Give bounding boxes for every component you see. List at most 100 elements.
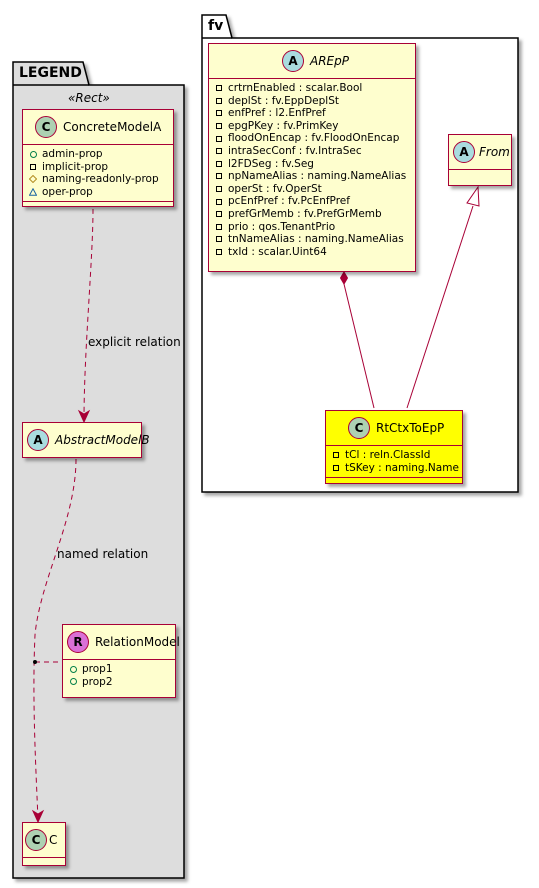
private-visibility-icon <box>214 249 224 256</box>
attribute-text: epgPKey : fv.PrimKey <box>228 119 339 132</box>
named-relation-edge <box>31 458 77 824</box>
attribute-text: naming-readonly-prop <box>42 173 159 186</box>
attribute-text: tSKey : naming.Name <box>345 461 459 474</box>
attribute-text: deplSt : fv.EppDeplSt <box>228 94 340 107</box>
target-class[interactable]: C C <box>22 822 66 866</box>
private-visibility-icon <box>214 223 224 230</box>
attribute-row: tnNameAlias : naming.NameAlias <box>214 233 410 246</box>
private-visibility-icon <box>214 97 224 104</box>
class-header: C C <box>23 823 65 857</box>
attribute-row: implicit-prop <box>28 161 168 174</box>
attribute-text: tCl : reln.ClassId <box>345 449 431 461</box>
package-visibility-icon <box>28 188 38 196</box>
attribute-row: tCl : reln.ClassId <box>331 449 457 462</box>
abstract-badge-icon: A <box>282 50 304 72</box>
private-visibility-icon <box>214 236 224 243</box>
attribute-text: implicit-prop <box>42 160 109 173</box>
class-badge-icon: C <box>25 829 47 851</box>
attribute-text: prop2 <box>82 675 113 688</box>
attribute-row: npNameAlias : naming.NameAlias <box>214 170 410 183</box>
attribute-row: floodOnEncap : fv.FloodOnEncap <box>214 132 410 145</box>
class-name: AREpP <box>310 54 349 68</box>
attribute-row: naming-readonly-prop <box>28 173 168 186</box>
class-header: R RelationModel <box>63 625 180 659</box>
attribute-text: intraSecConf : fv.IntraSec <box>228 144 362 157</box>
explicit-relation-edge <box>77 208 94 424</box>
class-header: C RtCtxToEpP <box>326 411 462 445</box>
protected-visibility-icon <box>28 175 38 184</box>
private-visibility-icon <box>214 211 224 218</box>
class-badge-icon: C <box>348 417 370 439</box>
private-visibility-icon <box>214 123 224 130</box>
relation-badge-icon: R <box>67 631 89 653</box>
class-name: C <box>49 833 58 847</box>
attribute-text: txId : scalar.Uint64 <box>228 245 327 258</box>
attribute-text: prop1 <box>82 663 113 675</box>
from-class[interactable]: A From <box>448 134 512 186</box>
attribute-row: l2FDSeg : fv.Seg <box>214 158 410 171</box>
class-badge-icon: C <box>35 116 57 138</box>
private-visibility-icon <box>214 148 224 155</box>
named-relation-label: named relation <box>57 547 149 561</box>
attribute-row: oper-prop <box>28 186 168 199</box>
attribute-text: admin-prop <box>42 148 103 160</box>
legend-package-title: LEGEND <box>19 65 82 81</box>
attribute-row: prop1 <box>68 663 170 676</box>
attribute-row: admin-prop <box>28 148 168 161</box>
fv-package-title: fv <box>208 18 224 34</box>
abstract-model-class[interactable]: A AbstractModelB <box>22 422 150 458</box>
attribute-row: epgPKey : fv.PrimKey <box>214 120 410 133</box>
attribute-row: deplSt : fv.EppDeplSt <box>214 95 410 108</box>
attribute-text: pcEnfPref : fv.PcEnfPref <box>228 195 350 208</box>
class-header: A AbstractModelB <box>23 423 150 457</box>
private-visibility-icon <box>331 464 341 471</box>
class-name: AbstractModelB <box>55 433 150 447</box>
attribute-row: pcEnfPref : fv.PcEnfPref <box>214 195 410 208</box>
private-visibility-icon <box>214 198 224 205</box>
attribute-text: crtrnEnabled : scalar.Bool <box>228 82 363 94</box>
attribute-text: prio : qos.TenantPrio <box>228 220 336 233</box>
attribute-row: intraSecConf : fv.IntraSec <box>214 145 410 158</box>
private-visibility-icon <box>214 110 224 117</box>
attribute-text: prefGrMemb : fv.PrefGrMemb <box>228 207 382 220</box>
private-visibility-icon <box>214 85 224 92</box>
class-header: A From <box>449 135 511 169</box>
rect-stereotype: «Rect» <box>68 91 110 105</box>
class-name: RelationModel <box>95 635 180 649</box>
attribute-row: enfPref : l2.EnfPref <box>214 107 410 120</box>
attribute-row: crtrnEnabled : scalar.Bool <box>214 82 410 95</box>
composition-edge <box>339 271 375 409</box>
generalization-edge <box>406 185 480 409</box>
private-visibility-icon <box>214 186 224 193</box>
private-visibility-icon <box>331 452 341 459</box>
attribute-text: oper-prop <box>42 185 93 198</box>
private-visibility-icon <box>28 163 38 170</box>
class-name: From <box>479 145 510 159</box>
attribute-text: npNameAlias : naming.NameAlias <box>228 170 407 183</box>
attribute-row: tSKey : naming.Name <box>331 461 459 475</box>
attribute-text: floodOnEncap : fv.FloodOnEncap <box>228 132 400 145</box>
public-visibility-icon <box>28 150 38 158</box>
attribute-row: txId : scalar.Uint64 <box>214 246 410 259</box>
explicit-relation-label: explicit relation <box>88 335 181 349</box>
public-visibility-icon <box>68 678 78 686</box>
class-name: ConcreteModelA <box>63 120 162 134</box>
class-name: RtCtxToEpP <box>376 421 445 435</box>
private-visibility-icon <box>214 173 224 180</box>
attribute-row: prop2 <box>68 676 170 689</box>
abstract-badge-icon: A <box>453 141 475 163</box>
class-header: C ConcreteModelA <box>23 110 173 144</box>
abstract-badge-icon: A <box>27 429 49 451</box>
class-header: A AREpP <box>209 44 415 78</box>
attribute-row: operSt : fv.OperSt <box>214 183 410 196</box>
attribute-text: operSt : fv.OperSt <box>228 182 322 195</box>
attribute-text: tnNameAlias : naming.NameAlias <box>228 233 404 246</box>
